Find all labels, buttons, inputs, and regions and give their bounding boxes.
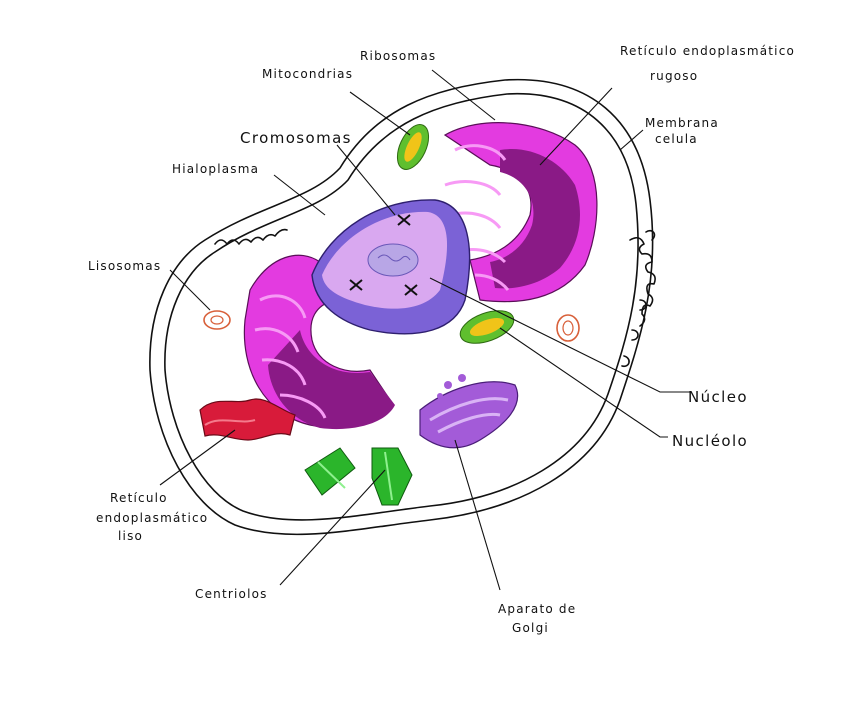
mitochondrion-top bbox=[396, 124, 430, 170]
label-nucleo: Núcleo bbox=[688, 388, 748, 406]
rough-er-top bbox=[443, 122, 598, 303]
label-ribosomas: Ribosomas bbox=[360, 49, 436, 63]
label-rer-2: rugoso bbox=[650, 69, 698, 83]
label-cromosomas: Cromosomas bbox=[240, 129, 352, 147]
label-rer-1: Retículo endoplasmático bbox=[620, 44, 795, 58]
chromosomes bbox=[349, 214, 418, 296]
rough-er-left bbox=[243, 254, 395, 430]
cell-membrane bbox=[149, 78, 654, 536]
lysosome-right bbox=[556, 314, 580, 342]
label-rel-1: Retículo bbox=[110, 491, 168, 505]
label-rel-2: endoplasmático bbox=[96, 511, 208, 525]
nucleus bbox=[311, 199, 471, 335]
label-lisosomas: Lisosomas bbox=[88, 259, 161, 273]
lysosome-left bbox=[203, 310, 231, 330]
label-rel-3: liso bbox=[118, 529, 143, 543]
mitochondrion-center bbox=[459, 310, 515, 344]
label-hialoplasma: Hialoplasma bbox=[172, 162, 259, 176]
leader-lines bbox=[159, 69, 690, 591]
centrioles bbox=[304, 447, 413, 506]
membrane-ruffles bbox=[214, 228, 288, 245]
labels: Ribosomas Retículo endoplasmático rugoso… bbox=[88, 44, 795, 635]
label-membrana-2: celula bbox=[655, 132, 698, 146]
label-mitocondrias: Mitocondrias bbox=[262, 67, 353, 81]
label-golgi-1: Aparato de bbox=[498, 602, 576, 616]
label-nucleolo: Nucléolo bbox=[672, 432, 748, 450]
label-golgi-2: Golgi bbox=[512, 621, 549, 635]
label-centriolos: Centriolos bbox=[195, 587, 268, 601]
label-membrana-1: Membrana bbox=[645, 116, 719, 130]
golgi-apparatus bbox=[419, 374, 519, 449]
smooth-er bbox=[199, 398, 296, 441]
membrane-microvilli bbox=[621, 229, 656, 368]
